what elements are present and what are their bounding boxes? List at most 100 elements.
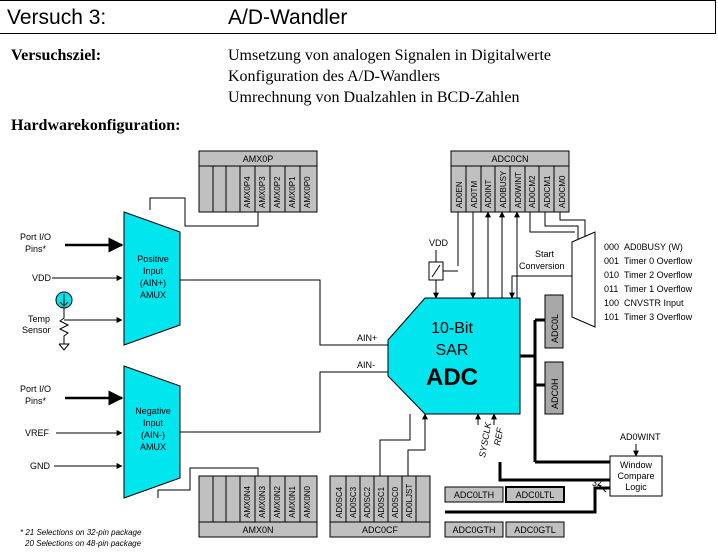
adc0h-label: ADC0H	[550, 378, 560, 409]
neg-mux-line-3: (AIN-)	[141, 430, 165, 440]
adc0cn-bit-2: AD0CM2	[528, 175, 537, 208]
amx0p-bit-3: AMX0P3	[258, 176, 267, 208]
pos-mux-line-4: AMUX	[140, 290, 166, 300]
goal-line-1: Umsetzung von analogen Signalen in Digit…	[228, 47, 552, 64]
adc0ltl-label: ADC0LTL	[516, 490, 555, 500]
experiment-number: Versuch 3:	[7, 6, 107, 29]
start-source-2: Timer 2 Overflow	[624, 270, 693, 280]
temp-sensor-icon	[55, 291, 73, 351]
adc0l-label: ADC0L	[550, 314, 560, 343]
adc0cf-register: AD0SC4 AD0SC3 AD0SC2 AD0SC1 AD0SC0 AD0LJ…	[329, 475, 431, 538]
neg-mux-line-2: Input	[143, 418, 164, 428]
port-io-neg-label-2: Pins*	[25, 396, 47, 406]
goal-line-2: Konfiguration des A/D-Wandlers	[228, 68, 440, 85]
vref-input-label: VREF	[25, 428, 50, 438]
start-source-0: AD0BUSY (W)	[624, 242, 683, 252]
adc-line-1: 10-Bit	[431, 320, 473, 337]
adc0gtl-label: ADC0GTL	[514, 525, 556, 535]
adc0cf-bit-4: AD0SC1	[377, 486, 386, 518]
footnote-line-1: * 21 Selections on 32-pin package	[20, 528, 142, 537]
amx0n-bit-0: AMX0N0	[303, 485, 312, 518]
adc0cn-bit-0: AD0CM0	[558, 175, 567, 208]
amx0n-bit-4: AMX0N4	[243, 485, 252, 518]
start-code-4: 100	[604, 298, 619, 308]
gnd-input-label: GND	[30, 461, 51, 471]
ain-minus-label: AIN-	[357, 360, 375, 370]
positive-input-mux: Positive Input (AIN+) AMUX	[123, 211, 181, 346]
adc-line-2: SAR	[436, 342, 469, 359]
experiment-topic: A/D-Wandler	[228, 6, 348, 29]
window-line-3: Logic	[625, 482, 647, 492]
adc0l-register	[544, 294, 564, 349]
adc0cn-register: ADC0CN AD0EN AD0TM AD0INT AD0BUSY AD0WIN…	[450, 150, 570, 213]
amx0p-bit-1: AMX0P1	[288, 176, 297, 208]
bus-width-label: 32	[592, 478, 602, 488]
amx0n-bit-1: AMX0N1	[288, 485, 297, 518]
sar-adc-core: 10-Bit SAR ADC	[387, 297, 521, 415]
adc0cn-bit-6: AD0TM	[470, 181, 479, 208]
temp-sensor-label-2: Sensor	[22, 325, 51, 335]
start-label-2: Conversion	[519, 261, 565, 271]
start-label-1: Start	[535, 249, 555, 259]
window-compare-logic	[609, 455, 663, 497]
adc0lth-register	[444, 486, 504, 503]
title-bar: Versuch 3: A/D-Wandler	[0, 0, 716, 34]
vdd-switch-label: VDD	[429, 238, 449, 248]
neg-mux-line-4: AMUX	[140, 442, 166, 452]
amx0p-bit-4: AMX0P4	[243, 176, 252, 208]
goal-label: Versuchsziel:	[11, 47, 102, 64]
pos-mux-line-2: Input	[143, 266, 164, 276]
amx0p-register: AMX0P AMX0P4 AMX0P3 AMX0P2 AMX0P1 AMX0P0	[198, 150, 318, 213]
goal-line-3: Umrechnung von Dualzahlen in BCD-Zahlen	[228, 89, 520, 106]
adc0lth-label: ADC0LTH	[454, 490, 494, 500]
amx0p-name: AMX0P	[243, 154, 274, 164]
ref-label: REF	[492, 426, 505, 446]
adc0cn-bit-3: AD0WINT	[514, 172, 523, 208]
port-io-label-2: Pins*	[25, 244, 47, 254]
start-source-1: Timer 0 Overflow	[624, 256, 693, 266]
amx0n-name: AMX0N	[242, 525, 273, 535]
sysclk-label: SYSCLK	[477, 421, 493, 459]
start-source-3: Timer 1 Overflow	[624, 284, 693, 294]
port-io-label-1: Port I/O	[20, 232, 51, 242]
window-line-2: Compare	[617, 471, 654, 481]
start-source-4: CNVSTR Input	[624, 298, 684, 308]
amx0p-bit-0: AMX0P0	[303, 176, 312, 208]
adc0cf-bit-5: AD0SC2	[363, 486, 372, 518]
amx0n-bit-3: AMX0N3	[258, 485, 267, 518]
start-code-0: 000	[604, 242, 619, 252]
start-conversion-mux	[571, 231, 596, 328]
adc0cf-bit-3: AD0SC0	[391, 486, 400, 518]
adc0cn-bit-7: AD0EN	[455, 181, 464, 208]
adc0gth-label: ADC0GTH	[452, 525, 495, 535]
adc0gth-register	[444, 521, 504, 538]
amx0p-bit-2: AMX0P2	[273, 176, 282, 208]
start-code-1: 001	[604, 256, 619, 266]
negative-input-mux: Negative Input (AIN-) AMUX	[123, 365, 181, 499]
adc0cn-name: ADC0CN	[491, 154, 528, 164]
pos-mux-line-1: Positive	[137, 254, 169, 264]
start-source-5: Timer 3 Overflow	[624, 312, 693, 322]
start-code-5: 101	[604, 312, 619, 322]
port-io-neg-label-1: Port I/O	[20, 384, 51, 394]
adc0cf-name: ADC0CF	[362, 525, 399, 535]
adc0cn-bit-4: AD0BUSY	[499, 170, 508, 208]
adc-line-3: ADC	[426, 364, 478, 391]
adc0h-register	[544, 361, 564, 415]
adc0cn-bit-5: AD0INT	[484, 179, 493, 208]
window-line-1: Window	[620, 460, 653, 470]
adc0cf-bit-2: AD0LJST	[405, 484, 414, 518]
ain-plus-label: AIN+	[357, 333, 377, 343]
start-code-2: 010	[604, 270, 619, 280]
adc0gtl-register	[505, 521, 565, 538]
adc0cn-bit-1: AD0CM1	[543, 175, 552, 208]
neg-mux-line-1: Negative	[135, 406, 171, 416]
start-code-3: 011	[604, 284, 618, 294]
hardware-label: Hardwarekonfiguration:	[11, 117, 181, 134]
amx0n-register: AMX0N4 AMX0N3 AMX0N2 AMX0N1 AMX0N0 AMX0N	[198, 475, 318, 538]
start-source-table: 000 AD0BUSY (W) 001 Timer 0 Overflow 010…	[604, 242, 693, 322]
vdd-input-label: VDD	[32, 273, 52, 283]
adc0cf-bit-6: AD0SC3	[349, 486, 358, 518]
temp-sensor-label-1: Temp	[28, 314, 50, 324]
adc0ltl-register	[505, 486, 565, 503]
